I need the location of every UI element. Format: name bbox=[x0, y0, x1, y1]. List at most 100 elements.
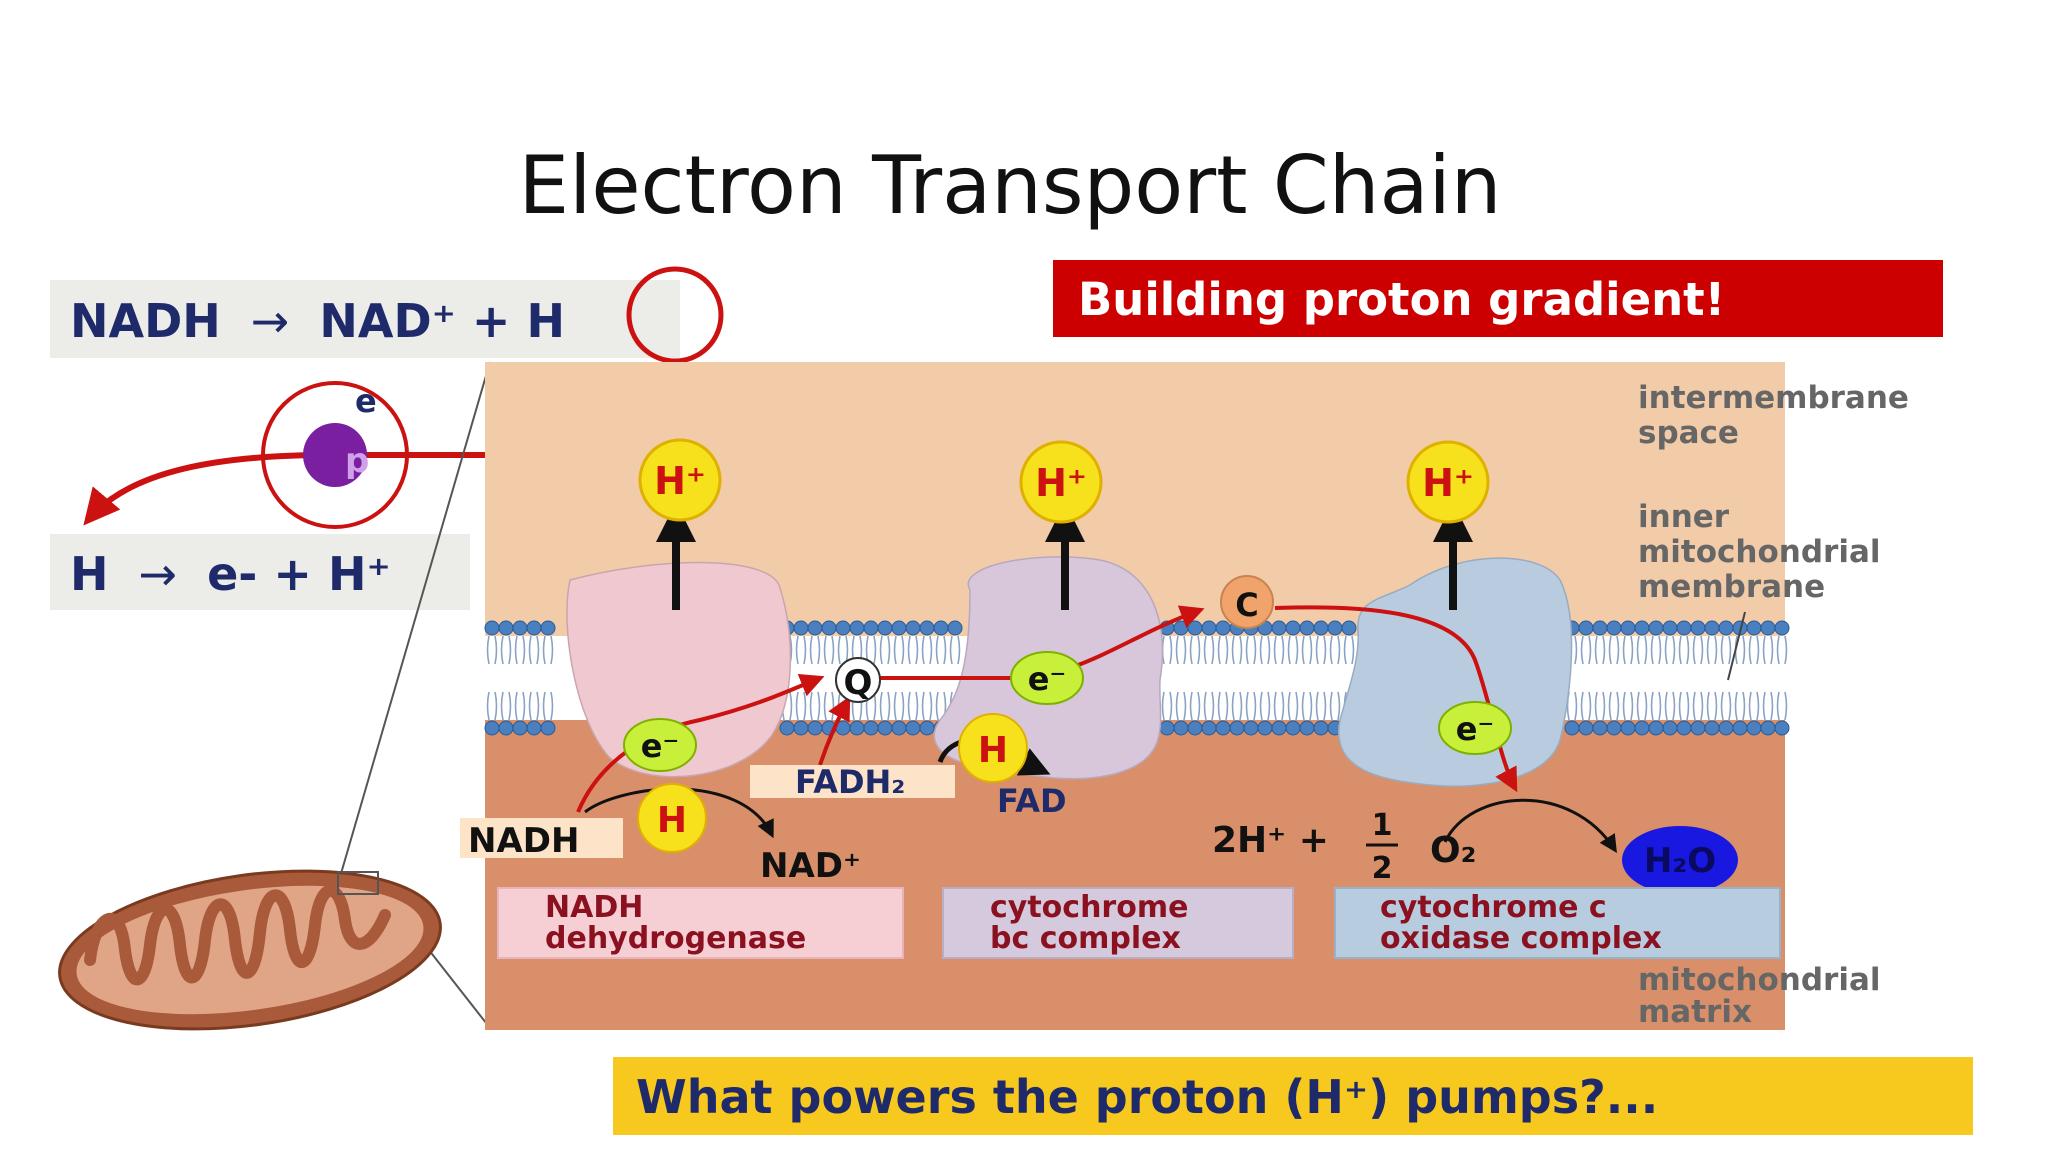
lipid-head bbox=[1732, 720, 1748, 736]
complex-1-label-box bbox=[497, 887, 904, 959]
lipid-tail bbox=[1692, 635, 1704, 665]
lipid-head bbox=[1648, 720, 1664, 736]
lipid-head bbox=[1662, 720, 1678, 736]
lipid-tail bbox=[907, 691, 919, 721]
proton-label: p bbox=[345, 441, 369, 481]
lipid-head bbox=[1299, 620, 1315, 636]
lipid-head bbox=[1159, 720, 1175, 736]
lipid-head bbox=[877, 620, 893, 636]
lipid-head bbox=[905, 620, 921, 636]
intermembrane-label-line-2: space bbox=[1638, 415, 1739, 451]
slide-title: Electron Transport Chain bbox=[519, 139, 1502, 232]
cytochrome-c-label: C bbox=[1235, 586, 1258, 624]
lipid-head bbox=[1760, 620, 1776, 636]
lipid-tail bbox=[1594, 691, 1606, 721]
lipid-tail bbox=[1678, 635, 1690, 665]
water-molecule bbox=[1622, 826, 1738, 894]
complex-1-shape bbox=[566, 561, 792, 778]
lipid-head bbox=[1313, 620, 1329, 636]
lipid-tail bbox=[1748, 635, 1760, 665]
red-banner bbox=[1053, 260, 1943, 337]
lipid-tail bbox=[542, 691, 554, 721]
lipid-head bbox=[1229, 720, 1245, 736]
lipid-tail bbox=[1343, 635, 1355, 665]
complex-1-name-line-2: dehydrogenase bbox=[545, 921, 806, 956]
lipid-tail bbox=[1762, 691, 1774, 721]
lipid-tail bbox=[500, 691, 512, 721]
lipid-head bbox=[1620, 720, 1636, 736]
lipid-tail bbox=[486, 635, 498, 665]
equation-2: H → e- + H⁺ bbox=[70, 547, 391, 601]
lipid-head bbox=[1173, 720, 1189, 736]
lipid-head bbox=[1341, 620, 1357, 636]
lipid-head bbox=[1215, 720, 1231, 736]
complex-1-name-line-1: NADH bbox=[545, 890, 643, 925]
lipid-head bbox=[1760, 720, 1776, 736]
lipid-head bbox=[1201, 620, 1217, 636]
matrix-label: mitochondrial matrix bbox=[1638, 962, 1891, 1030]
lipid-head bbox=[1718, 620, 1734, 636]
lipid-head bbox=[1299, 720, 1315, 736]
lipid-head bbox=[835, 620, 851, 636]
lipid-head bbox=[1634, 620, 1650, 636]
lipid-tail bbox=[893, 635, 905, 665]
electron-orbit bbox=[261, 381, 409, 529]
inner-membrane-label-line-3: membrane bbox=[1638, 569, 1825, 605]
electron-badge-3-label: e⁻ bbox=[1456, 710, 1495, 748]
lipid-head bbox=[526, 720, 542, 736]
equation-2-box bbox=[50, 534, 470, 610]
lipid-head bbox=[1257, 720, 1273, 736]
lipid-tail bbox=[879, 691, 891, 721]
electron-label: e bbox=[355, 382, 377, 420]
yellow-banner bbox=[613, 1057, 1973, 1135]
lipid-head bbox=[1313, 720, 1329, 736]
lipid-tail bbox=[823, 635, 835, 665]
lipid-tail bbox=[528, 635, 540, 665]
oxygen-fraction-den: 2 bbox=[1372, 851, 1393, 886]
lipid-head bbox=[1187, 720, 1203, 736]
hydrogen-badge-2-label: H bbox=[978, 730, 1008, 771]
lipid-head bbox=[1620, 620, 1636, 636]
lipid-tail bbox=[514, 635, 526, 665]
lipid-tail bbox=[1636, 635, 1648, 665]
lipid-head bbox=[1285, 720, 1301, 736]
oxygen-label: O₂ bbox=[1430, 830, 1476, 871]
lipid-head bbox=[1718, 720, 1734, 736]
lipid-head bbox=[891, 720, 907, 736]
lipid-tail bbox=[879, 635, 891, 665]
lipid-tail bbox=[1720, 691, 1732, 721]
lipid-head bbox=[1676, 620, 1692, 636]
lipid-tail bbox=[1608, 691, 1620, 721]
electron-badge-2: e⁻ bbox=[1010, 651, 1084, 705]
lipid-tail bbox=[1594, 635, 1606, 665]
oxygen-to-water-arrow bbox=[1443, 798, 1617, 854]
lipid-tail bbox=[1245, 691, 1257, 721]
oxygen-fraction-num: 1 bbox=[1372, 808, 1393, 843]
lipid-head bbox=[1285, 620, 1301, 636]
hydrogen-badge-1-label: H bbox=[657, 800, 687, 841]
fad-label: FAD bbox=[997, 782, 1067, 820]
lipid-tail bbox=[1189, 635, 1201, 665]
lipid-tail bbox=[1259, 691, 1271, 721]
oxygen-equation-prefix: 2H⁺ + bbox=[1212, 820, 1329, 861]
lipid-tail bbox=[1734, 691, 1746, 721]
lipid-head bbox=[1187, 620, 1203, 636]
proton-badge-2: H⁺ bbox=[1019, 440, 1103, 524]
lipid-head bbox=[1662, 620, 1678, 636]
lipid-head bbox=[863, 720, 879, 736]
lipid-head bbox=[863, 620, 879, 636]
lipid-tail bbox=[1175, 691, 1187, 721]
lipid-head bbox=[1271, 620, 1287, 636]
lipid-head bbox=[1774, 720, 1790, 736]
equation-1: NADH → NAD⁺ + H bbox=[70, 294, 565, 348]
complex-2-label-box bbox=[942, 887, 1294, 959]
lipid-head bbox=[1578, 620, 1594, 636]
lipid-tail bbox=[1329, 635, 1341, 665]
lipid-head bbox=[933, 620, 949, 636]
lipid-head bbox=[891, 620, 907, 636]
lipid-head bbox=[849, 720, 865, 736]
lipid-tail bbox=[1650, 635, 1662, 665]
lipid-tail bbox=[1664, 691, 1676, 721]
lipid-head bbox=[1564, 720, 1580, 736]
water-label: H₂O bbox=[1644, 841, 1716, 881]
